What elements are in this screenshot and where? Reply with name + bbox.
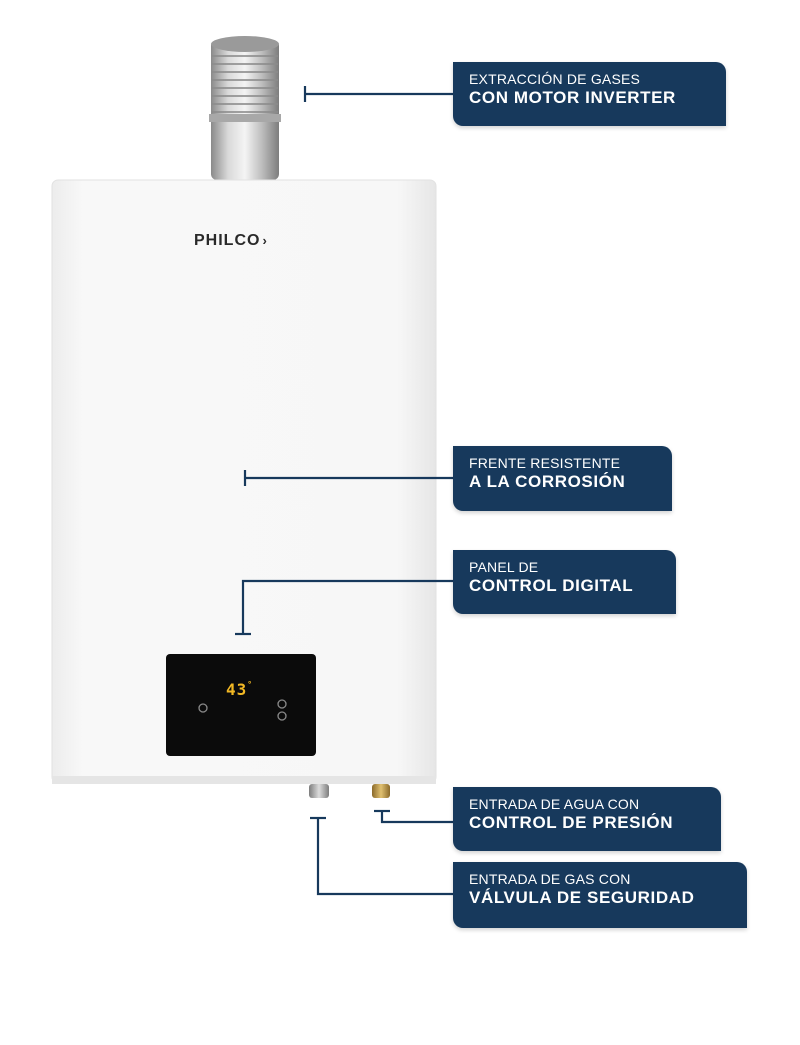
label-line-1: PANEL DE (469, 559, 539, 575)
label-line-2: CON MOTOR INVERTER (469, 88, 676, 107)
control-panel (166, 654, 316, 756)
temperature-value: 43 (226, 680, 248, 699)
label-line-1: EXTRACCIÓN DE GASES (469, 71, 641, 87)
brand-chevron-icon: › (262, 233, 268, 248)
power-button-icon (198, 703, 208, 713)
label-line-1: ENTRADA DE AGUA CON (469, 796, 640, 812)
temperature-up-icon (277, 699, 287, 709)
label-line-2: CONTROL DIGITAL (469, 576, 634, 595)
label-line-1: ENTRADA DE GAS CON (469, 871, 631, 887)
label-digital-control-panel: PANEL DE CONTROL DIGITAL (453, 550, 676, 614)
label-corrosion-resistant-front: FRENTE RESISTENTE A LA CORROSIÓN (453, 446, 672, 511)
label-line-2: VÁLVULA DE SEGURIDAD (469, 888, 695, 907)
label-line-1: FRENTE RESISTENTE (469, 455, 621, 471)
exhaust-pipe (209, 36, 281, 180)
label-water-inlet: ENTRADA DE AGUA CON CONTROL DE PRESIÓN (453, 787, 721, 851)
label-line-2: CONTROL DE PRESIÓN (469, 813, 674, 832)
brand-name: PHILCO (194, 232, 261, 249)
temperature-display: 43° (226, 680, 253, 699)
temperature-down-icon (277, 711, 287, 721)
leader-lines (235, 86, 453, 896)
degree-symbol-icon: ° (247, 680, 254, 689)
label-gas-inlet: ENTRADA DE GAS CON VÁLVULA DE SEGURIDAD (453, 862, 747, 928)
water-inlet-fitting (372, 784, 390, 798)
label-line-2: A LA CORROSIÓN (469, 472, 626, 491)
brand-logo: PHILCO› (194, 232, 268, 250)
label-gas-extraction: EXTRACCIÓN DE GASES CON MOTOR INVERTER (453, 62, 726, 126)
gas-inlet-fitting (309, 784, 329, 798)
